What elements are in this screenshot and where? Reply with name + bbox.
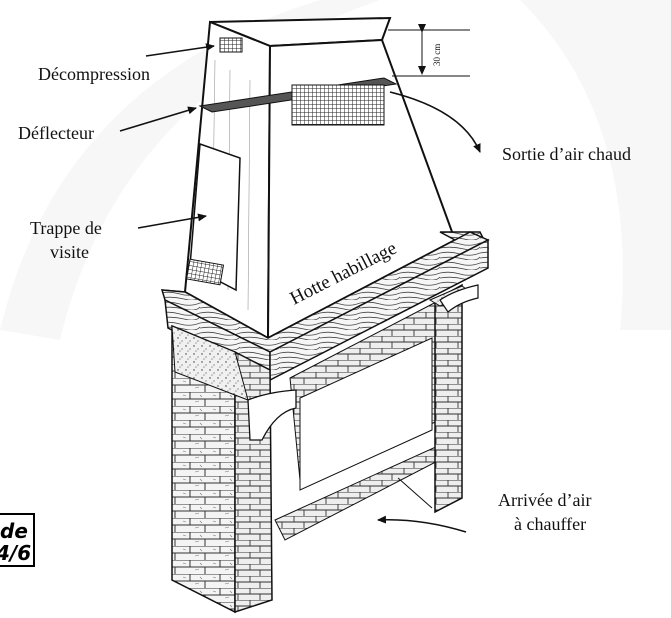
- left-pillar: [171, 324, 297, 614]
- dimension-label: 30 cm: [432, 44, 442, 66]
- arrow-trappe: [137, 213, 207, 229]
- lower-grille: [185, 258, 225, 286]
- background-watermark: [0, 0, 671, 340]
- label-arrows: [119, 43, 481, 533]
- firebox-interior: [274, 299, 457, 541]
- label-arrivee-line1: Arrivée d’air: [498, 490, 591, 510]
- label-sortie: Sortie d’air chaud: [502, 144, 631, 164]
- hot-air-outlet-grille: [291, 84, 385, 126]
- decompression-grille: [219, 37, 243, 53]
- page-box-line2: 4/6: [0, 541, 31, 565]
- label-decompression: Décompression: [38, 64, 150, 84]
- label-deflecteur: Déflecteur: [18, 123, 94, 143]
- page-box-line1: de: [0, 519, 28, 543]
- right-pillar: [428, 283, 479, 514]
- page-number-box: de 4/6: [0, 513, 35, 567]
- label-arrivee-line2: à chauffer: [514, 514, 586, 534]
- arrow-decompression: [145, 43, 215, 57]
- label-trappe-line2: visite: [50, 242, 89, 262]
- inspection-hatch: [189, 142, 241, 292]
- dimension-30cm: 30 cm: [388, 24, 470, 77]
- arrow-sortie: [389, 91, 481, 153]
- label-trappe-line1: Trappe de: [30, 218, 102, 238]
- arrow-deflecteur: [119, 106, 197, 132]
- firebox-opening: [299, 337, 433, 491]
- arrow-arrivee: [377, 515, 467, 533]
- left-corbel: [247, 389, 297, 441]
